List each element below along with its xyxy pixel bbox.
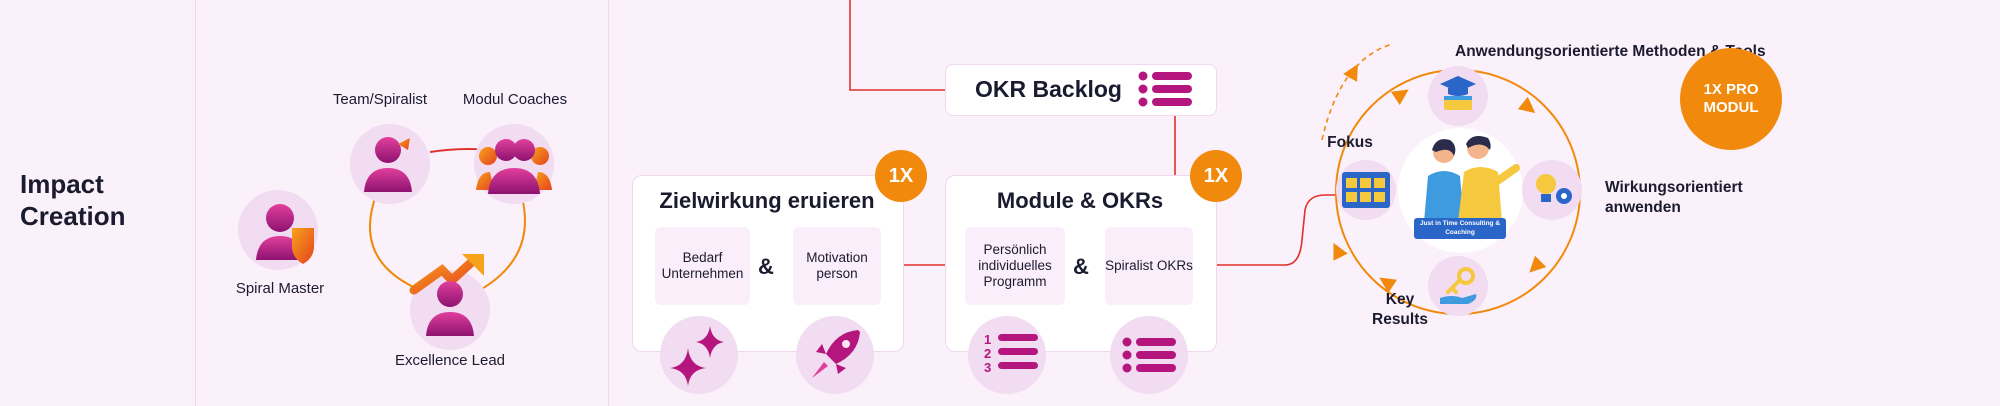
modul-coaches-label: Modul Coaches (462, 91, 568, 108)
numbered-list-icon: 1 2 3 (984, 332, 1044, 382)
rocket-icon (812, 330, 860, 378)
team-spiralist-label: Team/Spiralist (332, 91, 428, 108)
center-caption: Just in Time Consulting & Coaching (1414, 218, 1506, 239)
consulting-people-illustration (1424, 136, 1520, 222)
module-badge: 1X (1190, 150, 1242, 202)
backlog-list-icon (1138, 71, 1192, 107)
kanban-board-icon (1342, 172, 1390, 208)
graduation-cap-icon (1440, 76, 1476, 110)
key-hand-icon (1440, 267, 1477, 304)
zielwirkung-badge: 1X (875, 150, 927, 202)
list-number-3: 3 (984, 360, 992, 375)
zielwirkung-right-box: Motivation person (793, 227, 881, 305)
spiral-master-icon (256, 204, 314, 264)
excellence-lead-label: Excellence Lead (394, 352, 506, 369)
module-title: Module & OKRs (996, 188, 1164, 213)
module-right-box: Spiralist OKRs (1105, 227, 1193, 305)
zielwirkung-left-box: Bedarf Unternehmen (655, 227, 750, 305)
okr-backlog-title: OKR Backlog (975, 76, 1122, 102)
sparkle-icon (670, 326, 724, 386)
numbered-list-icon-bg (968, 316, 1046, 394)
list-number-2: 2 (984, 346, 992, 361)
pro-modul-badge: 1X PRO MODUL (1680, 48, 1782, 150)
key-results-node-bg (1428, 256, 1488, 316)
excellence-lead-icon (409, 254, 484, 336)
zielwirkung-title: Zielwirkung eruieren (659, 188, 875, 213)
section-divider-1 (195, 0, 196, 406)
methoden-label: Anwendungsorientierte Methoden & Tools (1455, 43, 1766, 60)
lightbulb-gear-icon (1536, 174, 1572, 204)
list-number-1: 1 (984, 332, 992, 347)
spiral-master-label: Spiral Master (235, 280, 325, 297)
modul-coaches-icon (476, 139, 552, 194)
zielwirkung-amp: & (758, 254, 774, 279)
wirkung-label: Wirkungsorientiert anwenden (1605, 179, 1743, 216)
section-title: Impact Creation (20, 169, 126, 231)
fokus-label: Fokus (1327, 134, 1373, 151)
team-spiralist-icon (364, 137, 412, 192)
module-amp: & (1073, 254, 1089, 279)
bullet-list-icon (1122, 337, 1176, 373)
section-divider-2 (608, 0, 609, 406)
key-results-label: Key Results (1372, 291, 1428, 328)
module-left-box: Persönlich individuelles Programm (965, 227, 1065, 305)
sparkle-icon-bg (660, 316, 738, 394)
